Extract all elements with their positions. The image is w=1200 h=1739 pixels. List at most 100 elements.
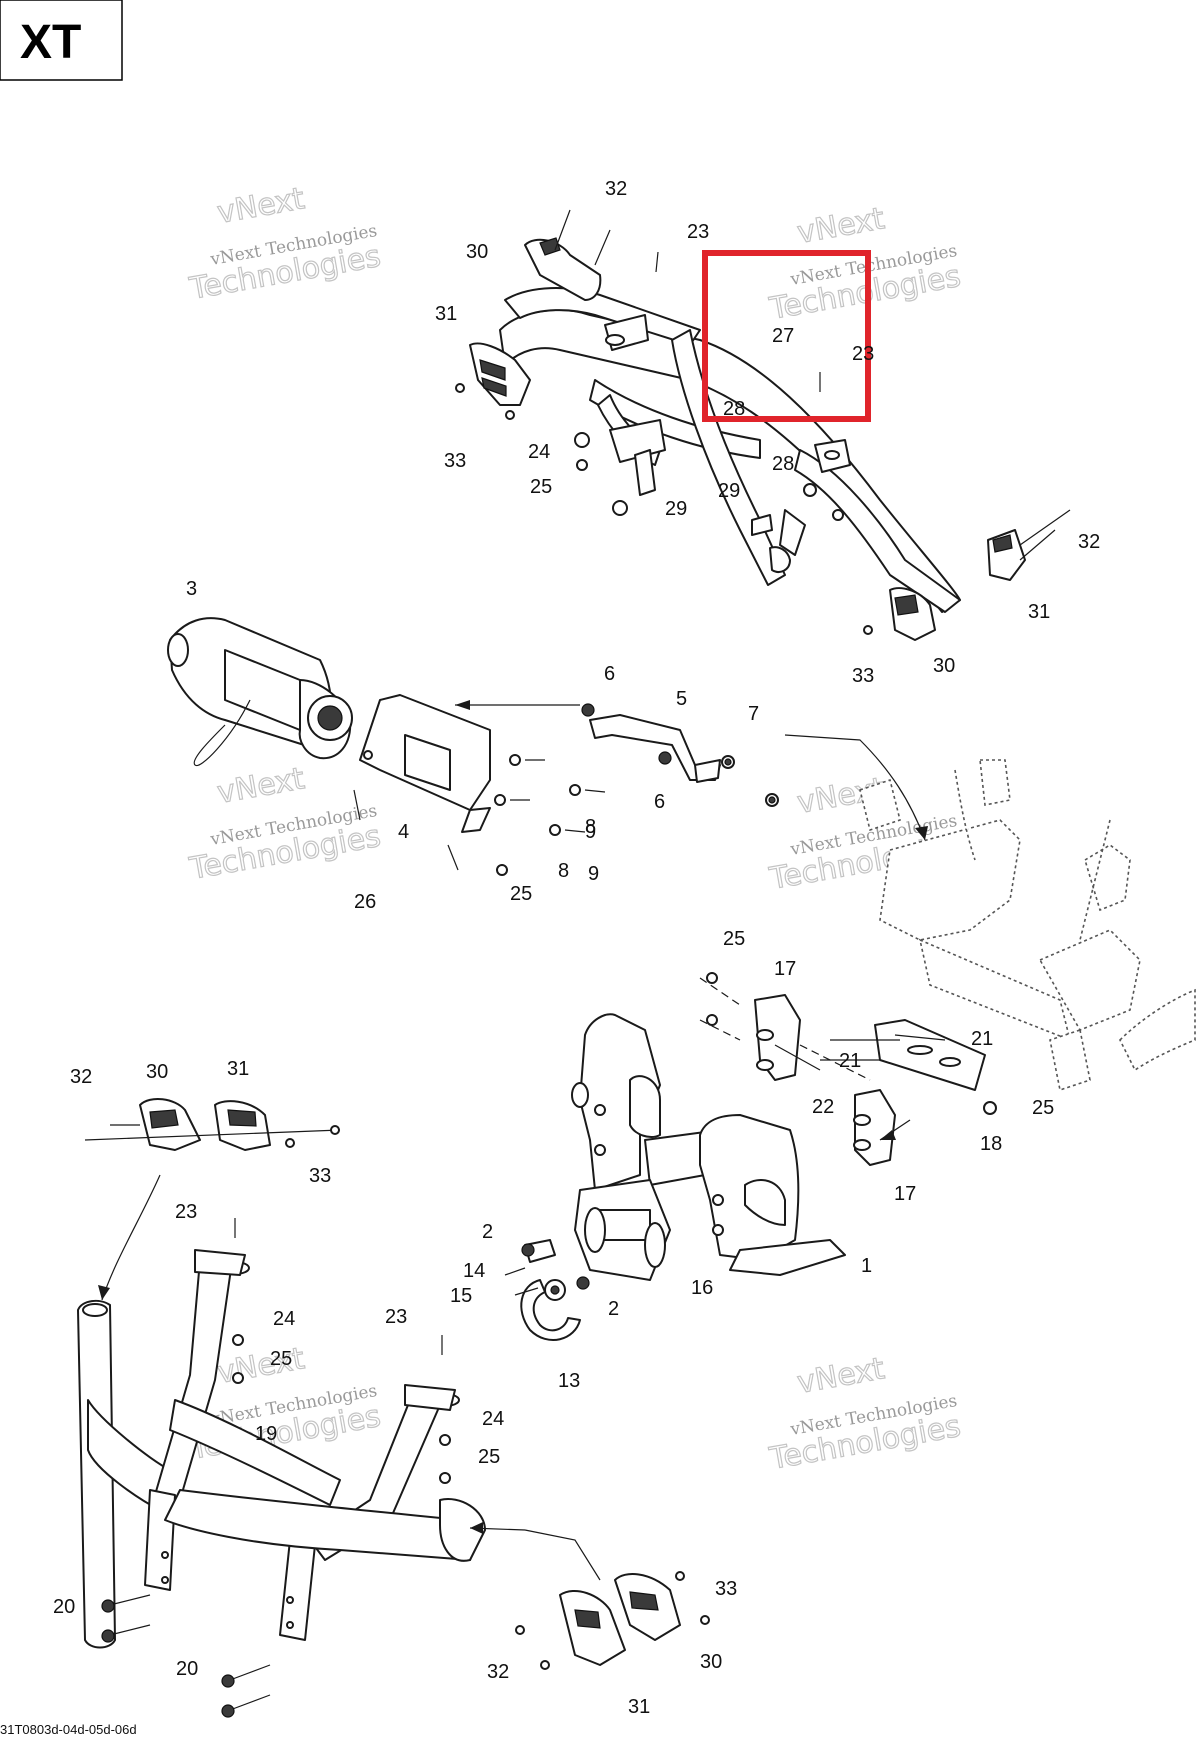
callout-33: 33 (309, 1165, 331, 1187)
winch-assembly (167, 617, 353, 767)
callout-18: 18 (980, 1133, 1002, 1155)
callout-28: 28 (772, 453, 794, 475)
callout-13: 13 (558, 1370, 580, 1392)
callout-24: 24 (528, 441, 550, 463)
callout-23: 23 (852, 343, 874, 365)
clamp-set-bottom (515, 1571, 710, 1670)
callout-25: 25 (530, 476, 552, 498)
bumper-frame-top (499, 287, 961, 613)
bull-bar-19 (77, 1249, 486, 1649)
callout-23: 23 (385, 1306, 407, 1328)
callout-29: 29 (718, 480, 740, 502)
vehicle-frame-ghost (859, 759, 1196, 1092)
callout-8: 8 (558, 860, 569, 882)
mounting-plate-18 (874, 1019, 986, 1091)
mounting-bracket-17-lower (853, 1089, 896, 1166)
svg-text:vNext: vNext (215, 1341, 308, 1391)
model-badge-label: XT (20, 16, 81, 69)
callout-23: 23 (175, 1201, 197, 1223)
callout-25: 25 (1032, 1097, 1054, 1119)
callout-20: 20 (53, 1596, 75, 1618)
callout-25: 25 (478, 1446, 500, 1468)
callout-2: 2 (608, 1298, 619, 1320)
callout-27: 27 (772, 325, 794, 347)
leader-lines (98, 1174, 601, 1581)
callout-14: 14 (463, 1260, 485, 1282)
watermark-group: vNext vNext Technologies Technologies vN… (186, 181, 964, 1478)
callout-31: 31 (628, 1696, 650, 1718)
bolts-20 (101, 1594, 271, 1718)
fasteners-bottom (232, 1218, 451, 1484)
callout-17: 17 (894, 1183, 916, 1205)
callout-19: 19 (255, 1423, 277, 1445)
callout-20: 20 (176, 1658, 198, 1680)
callout-25: 25 (510, 883, 532, 905)
callout-33: 33 (852, 665, 874, 687)
callout-30: 30 (146, 1061, 168, 1083)
callout-23: 23 (687, 221, 709, 243)
callout-32: 32 (1078, 531, 1100, 553)
callout-31: 31 (227, 1058, 249, 1080)
callout-25: 25 (270, 1348, 292, 1370)
callout-33: 33 (444, 450, 466, 472)
callout-9: 9 (588, 863, 599, 885)
callout-15: 15 (450, 1285, 472, 1307)
callout-29: 29 (665, 498, 687, 520)
callout-25: 25 (723, 928, 745, 950)
tow-hook-13 (504, 1239, 590, 1341)
callout-2: 2 (482, 1221, 493, 1243)
callout-21: 21 (971, 1028, 993, 1050)
fasteners-middle (353, 754, 606, 876)
fairlead-housing-16 (574, 1179, 671, 1281)
svg-text:vNext: vNext (795, 1351, 888, 1401)
svg-text:vNext: vNext (795, 201, 888, 251)
fasteners-bracket (699, 972, 997, 1141)
highlight-box (702, 250, 871, 422)
callout-4: 4 (398, 821, 409, 843)
callout-9: 9 (585, 821, 596, 843)
model-badge: XT (0, 0, 123, 81)
diagram-code: 31T0803d-04d-05d-06d (0, 1722, 137, 1737)
callout-21: 21 (839, 1050, 861, 1072)
callout-26: 26 (354, 891, 376, 913)
bracket-5 (581, 703, 779, 807)
clamp-bracket-30-top-left (469, 237, 602, 406)
watermark: vNext vNext Technologies Technologies (766, 201, 964, 328)
callout-28: 28 (723, 398, 745, 420)
callout-8: 8 (585, 816, 596, 838)
svg-text:vNext: vNext (215, 761, 308, 811)
clamp-bracket-31-right (889, 529, 1026, 641)
front-bumper-body (571, 1013, 846, 1276)
callout-31: 31 (1028, 601, 1050, 623)
mounting-bracket-17-upper (754, 994, 801, 1081)
callout-1: 1 (861, 1255, 872, 1277)
callout-33: 33 (715, 1578, 737, 1600)
callout-24: 24 (273, 1308, 295, 1330)
callout-6: 6 (654, 791, 665, 813)
callout-32: 32 (70, 1066, 92, 1088)
callout-16: 16 (691, 1277, 713, 1299)
fasteners-top (455, 209, 1071, 635)
callout-17: 17 (774, 958, 796, 980)
callout-22: 22 (812, 1096, 834, 1118)
callout-5: 5 (676, 688, 687, 710)
watermark: vNext vNext Technologies Technologies (186, 181, 384, 308)
callout-30: 30 (933, 655, 955, 677)
callout-24: 24 (482, 1408, 504, 1430)
assembly-arrows (455, 700, 928, 841)
winch-mount-plate (359, 694, 491, 833)
callout-3: 3 (186, 578, 197, 600)
callout-31: 31 (435, 303, 457, 325)
clamp-set-left (84, 1098, 341, 1151)
watermark: vNext vNext Technologies Technologies (766, 1351, 964, 1478)
callout-6: 6 (604, 663, 615, 685)
callout-32: 32 (487, 1661, 509, 1683)
callout-30: 30 (466, 241, 488, 263)
callout-7: 7 (748, 703, 759, 725)
watermark: vNext vNext Technologies Technologies (186, 761, 384, 888)
callout-32: 32 (605, 178, 627, 200)
svg-text:vNext: vNext (215, 181, 308, 231)
callout-30: 30 (700, 1651, 722, 1673)
